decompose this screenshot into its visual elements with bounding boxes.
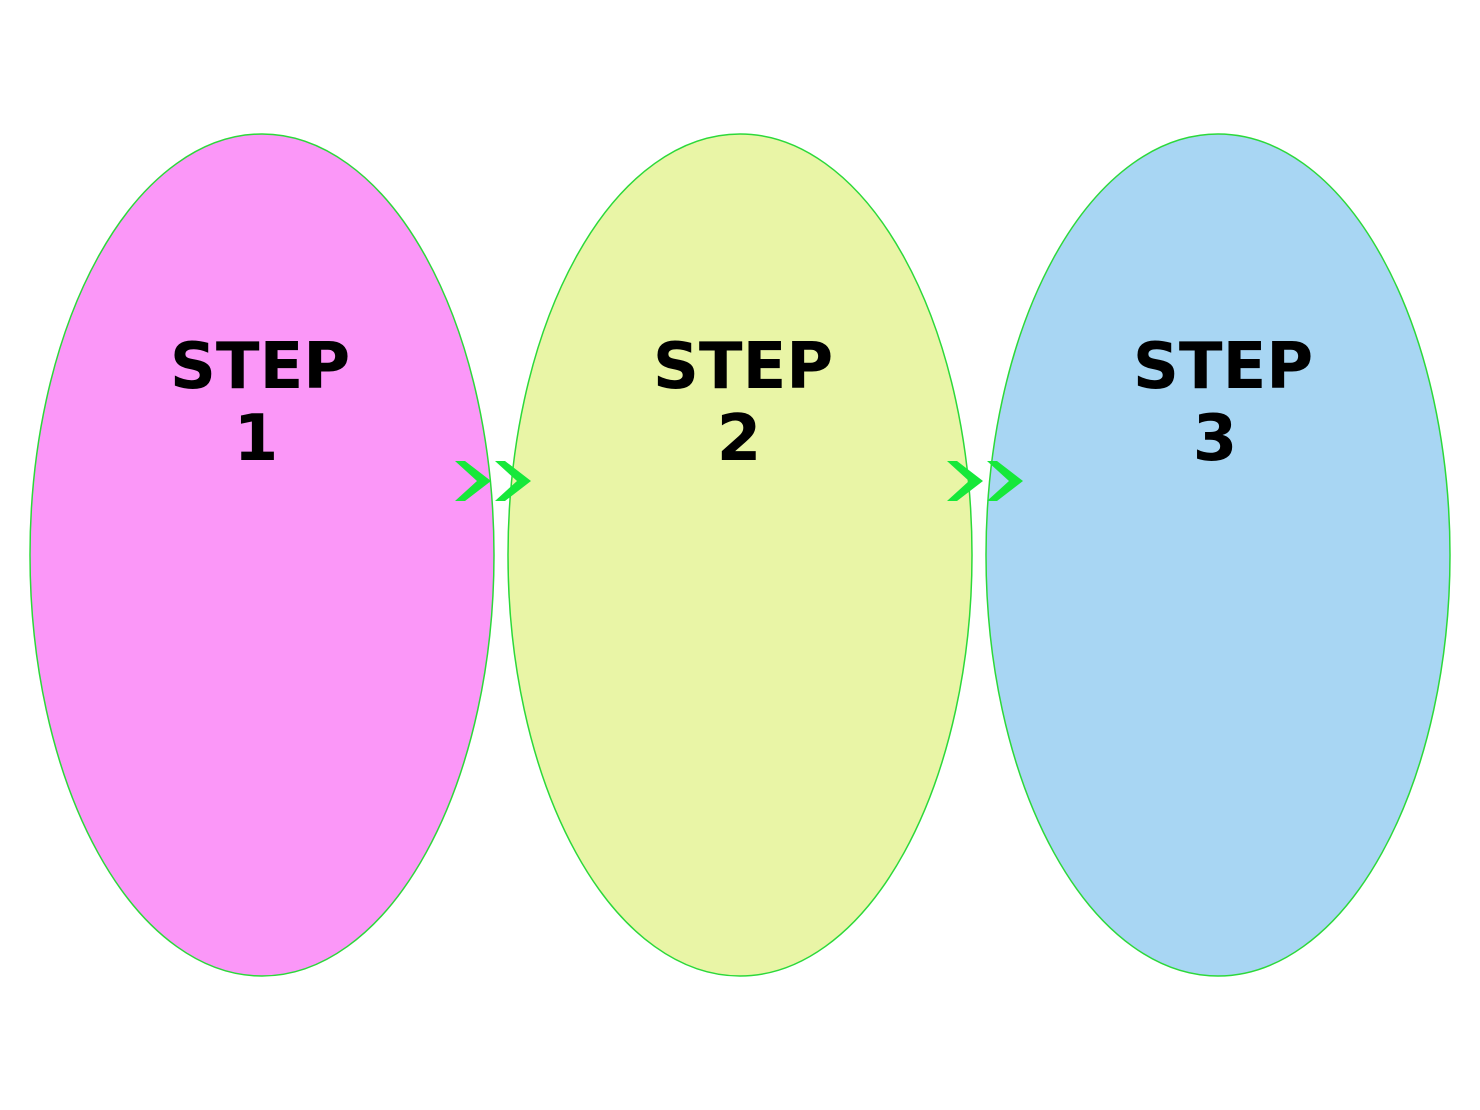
double-chevron-right-icon — [455, 461, 531, 501]
step-2-ellipse — [507, 133, 973, 977]
step-1-title: STEP — [170, 330, 350, 404]
step-2: STEP 2 — [507, 133, 973, 977]
step-3-number: 3 — [1193, 402, 1238, 476]
step-3: STEP 3 — [985, 133, 1451, 977]
chevron-right-icon — [987, 461, 1023, 501]
step-2-number: 2 — [717, 402, 762, 476]
step-2-title: STEP — [653, 330, 833, 404]
step-3-title: STEP — [1133, 330, 1313, 404]
chevron-right-icon — [455, 461, 491, 501]
step-1-ellipse — [29, 133, 495, 977]
chevron-right-icon — [495, 461, 531, 501]
chevron-right-icon — [947, 461, 983, 501]
step-1: STEP 1 — [29, 133, 495, 977]
double-chevron-right-icon — [947, 461, 1023, 501]
step-1-number: 1 — [234, 402, 279, 476]
step-3-ellipse — [985, 133, 1451, 977]
